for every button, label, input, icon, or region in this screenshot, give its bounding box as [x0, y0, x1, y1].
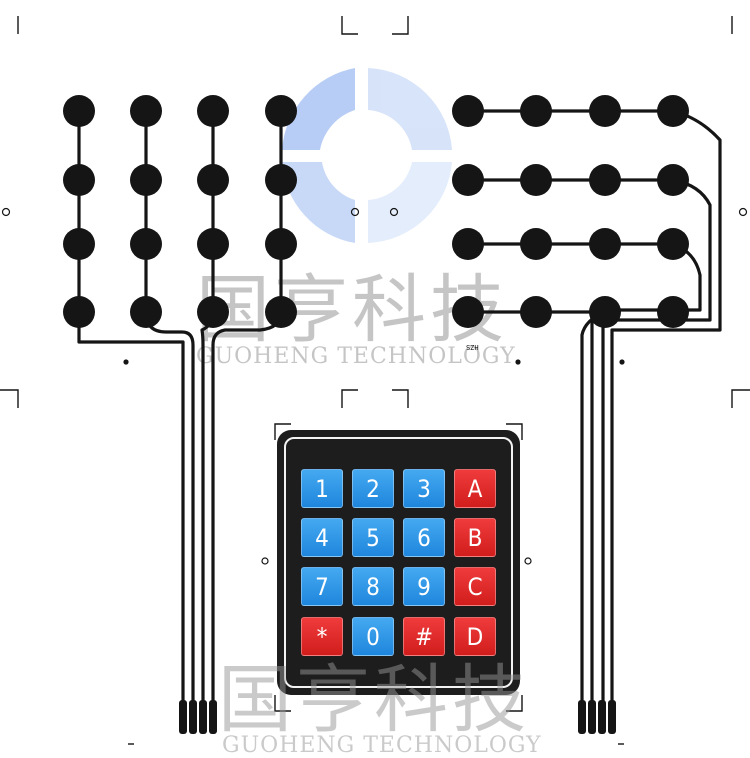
pad-right-r1-c1	[452, 95, 484, 127]
connector-left-pin2	[189, 700, 197, 734]
pad-left-r4-c3	[197, 296, 229, 328]
crop-mark	[392, 389, 409, 408]
crop-mark	[0, 389, 19, 408]
key-2[interactable]: 2	[352, 469, 394, 508]
connector-right-pin1	[578, 700, 586, 734]
pad-left-r1-c4	[265, 95, 297, 127]
key-c[interactable]: C	[454, 567, 496, 606]
reg-circle-keypad-right	[524, 557, 532, 565]
crop-mark	[341, 389, 358, 408]
key-a[interactable]: A	[454, 469, 496, 508]
pad-right-r1-c2	[520, 95, 552, 127]
pad-right-r3-c1	[452, 228, 484, 260]
pcb-label: HZS	[466, 343, 479, 351]
logo-bottom-left	[282, 162, 355, 243]
crop-mark	[341, 16, 358, 35]
pad-left-r3-c4	[265, 228, 297, 260]
key-1[interactable]: 1	[301, 469, 343, 508]
pad-right-r4-c2	[520, 296, 552, 328]
reg-circle-mid2	[389, 207, 399, 217]
pad-left-r2-c1	[63, 164, 95, 196]
pad-left-r1-c2	[130, 95, 162, 127]
crop-mark	[274, 423, 291, 440]
pad-left-r4-c2	[130, 296, 162, 328]
key-3[interactable]: 3	[403, 469, 445, 508]
pad-right-r3-c3	[589, 228, 621, 260]
crop-mark	[506, 695, 523, 712]
pad-right-r2-c1	[452, 164, 484, 196]
pad-right-r2-c3	[589, 164, 621, 196]
key-d[interactable]: D	[454, 617, 496, 656]
crop-mark	[392, 16, 409, 35]
key-b[interactable]: B	[454, 518, 496, 557]
logo-right-arc	[368, 68, 452, 150]
connector-left-pin1	[179, 700, 187, 734]
pad-left-r3-c3	[197, 228, 229, 260]
connector-right-pin3	[598, 700, 606, 734]
dot-1	[123, 359, 129, 365]
reg-circle-keypad-left	[261, 557, 269, 565]
pad-left-r2-c3	[197, 164, 229, 196]
trace-left-col2	[144, 111, 195, 718]
reg-circle-right	[738, 207, 748, 217]
pad-left-r3-c2	[130, 228, 162, 260]
connector-right-pin4	[608, 700, 616, 734]
pad-left-r1-c1	[63, 95, 95, 127]
pad-left-r4-c4	[265, 296, 297, 328]
trace-left-col3	[200, 111, 215, 718]
logo-bottom-right	[368, 162, 452, 243]
key-star[interactable]: *	[301, 617, 343, 656]
pad-right-r4-c3	[589, 296, 621, 328]
watermark-cn-bottom: 国亨科技	[218, 657, 530, 743]
key-0[interactable]: 0	[352, 617, 394, 656]
watermark-en-bottom: GUOHENG TECHNOLOGY	[222, 733, 542, 758]
connector-left-pin4	[209, 700, 217, 734]
pad-left-r2-c2	[130, 164, 162, 196]
reg-circle-left	[1, 207, 11, 217]
connector-right-pin2	[588, 700, 596, 734]
connector-left-pin3	[199, 700, 207, 734]
dot-2	[619, 359, 625, 365]
trace-left-col1	[77, 111, 185, 718]
logo-left-arc	[282, 68, 355, 150]
pad-left-r1-c3	[197, 95, 229, 127]
crop-mark	[274, 695, 291, 712]
pad-right-r1-c4	[657, 95, 689, 127]
crop-mark	[731, 389, 750, 408]
key-8[interactable]: 8	[352, 567, 394, 606]
crop-mark	[506, 423, 523, 440]
pad-right-r2-c2	[520, 164, 552, 196]
pad-right-r2-c4	[657, 164, 689, 196]
pad-right-r1-c3	[589, 95, 621, 127]
pad-right-r4-c1	[452, 296, 484, 328]
key-hash[interactable]: #	[403, 617, 445, 656]
pad-right-r3-c4	[657, 228, 689, 260]
keypad-border	[284, 437, 513, 688]
key-9[interactable]: 9	[403, 567, 445, 606]
key-7[interactable]: 7	[301, 567, 343, 606]
pad-right-r4-c4	[657, 296, 689, 328]
key-4[interactable]: 4	[301, 518, 343, 557]
dot-3	[515, 359, 521, 365]
pad-left-r3-c1	[63, 228, 95, 260]
reg-circle-mid1	[350, 207, 360, 217]
pad-right-r3-c2	[520, 228, 552, 260]
key-5[interactable]: 5	[352, 518, 394, 557]
key-6[interactable]: 6	[403, 518, 445, 557]
trace-left-col4	[211, 111, 283, 718]
pad-left-r2-c4	[265, 164, 297, 196]
pad-left-r4-c1	[63, 296, 95, 328]
watermark-en-top: GUOHENG TECHNOLOGY	[196, 344, 516, 369]
